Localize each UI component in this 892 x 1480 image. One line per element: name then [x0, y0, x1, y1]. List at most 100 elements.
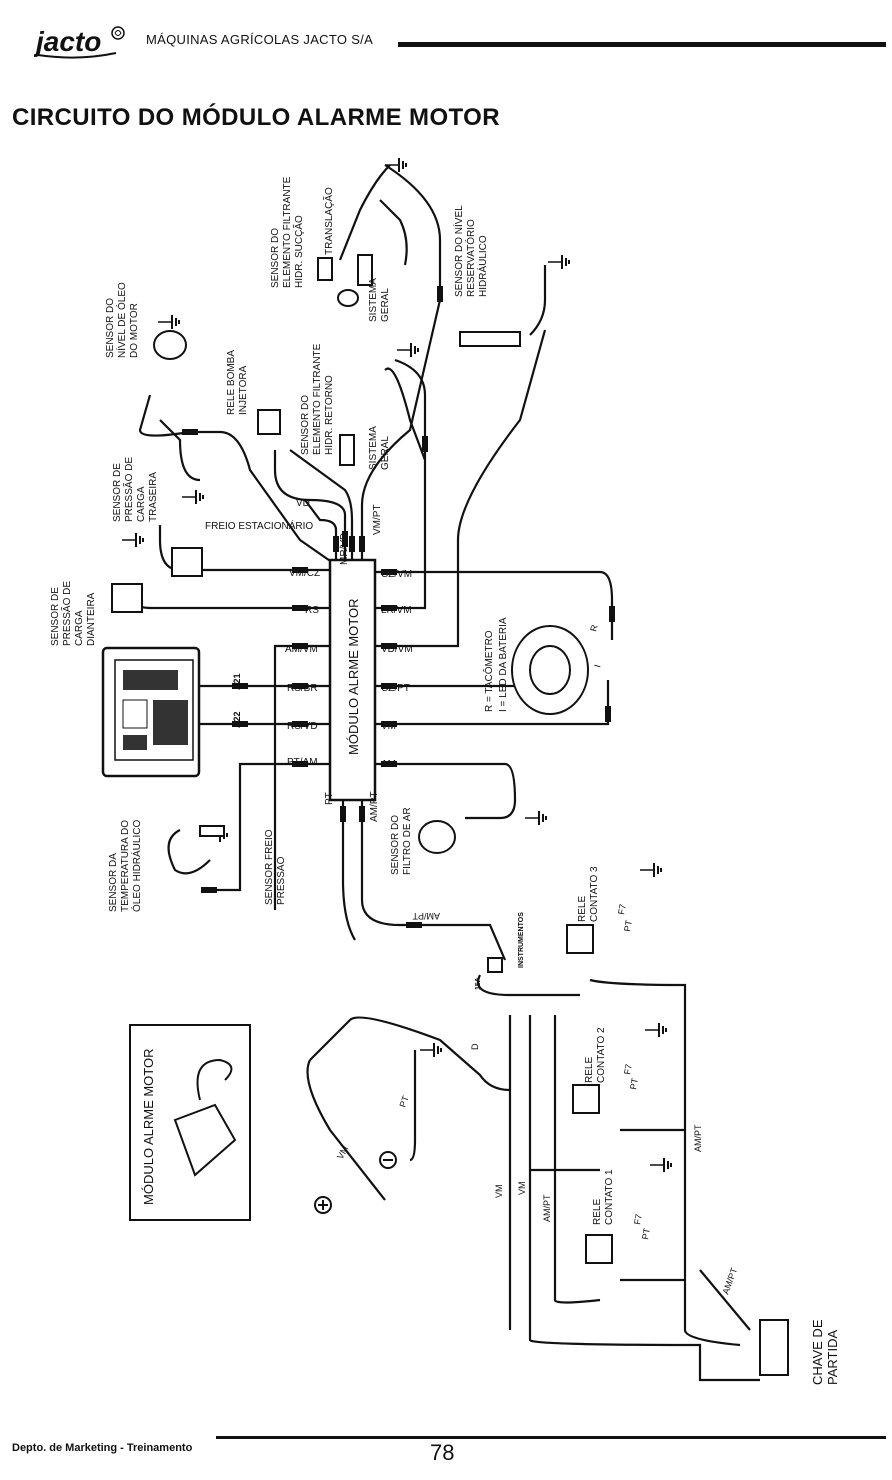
- component-icons: [111, 254, 789, 1376]
- svg-text:PRESSÃO: PRESSÃO: [274, 856, 287, 905]
- svg-text:SISTEMA: SISTEMA: [368, 278, 379, 322]
- logo-text: jacto: [34, 26, 101, 57]
- front-pressure-label: SENSOR DE PRESSÃO DE CARGA DIANTEIRA: [50, 581, 97, 646]
- wire-label: F7: [616, 903, 628, 915]
- svg-text:ELEMENTO FILTRANTE: ELEMENTO FILTRANTE: [282, 176, 293, 288]
- wire-label: VD: [296, 498, 310, 509]
- header-rule: [398, 42, 886, 47]
- wire-label: PT: [640, 1227, 652, 1241]
- relay-contact-2-icon: [572, 1084, 600, 1114]
- wire-label: F7: [632, 1213, 644, 1225]
- svg-text:PRESSÃO DE: PRESSÃO DE: [122, 457, 135, 522]
- battery-terminals: [314, 1151, 397, 1214]
- air-filter-sensor-icon: [418, 820, 456, 854]
- svg-text:RELE: RELE: [592, 1199, 603, 1225]
- svg-text:RELE: RELE: [577, 896, 588, 922]
- svg-text:CARGA: CARGA: [74, 610, 85, 646]
- air-filter-label: SENSOR DO FILTRO DE AR: [390, 807, 413, 875]
- translation-label: TRANSLAÇÃO: [322, 187, 335, 255]
- oil-level-sensor-icon: [153, 330, 187, 360]
- oil-level-label: SENSOR DO NÍVEL DE ÓLEO DO MOTOR: [105, 282, 140, 358]
- svg-text:HIDR. RETORNO: HIDR. RETORNO: [324, 375, 335, 455]
- module-left-wire-labels: VM/CZ RS AM/VM RS/BR RS/VD PT/AM: [285, 568, 320, 768]
- wire-label: VM/CZ: [289, 568, 320, 579]
- svg-text:HIDR. SUCÇÃO: HIDR. SUCÇÃO: [292, 215, 305, 288]
- wire-label: VM: [517, 1182, 527, 1196]
- panel-a21-label: A21: [232, 673, 242, 690]
- wires: [128, 164, 760, 1382]
- module-right-wire-labels: CZ/VM LR/VM VD/VM CZ/PT VM AM: [381, 569, 413, 770]
- inset-module-icon: [173, 1058, 237, 1177]
- panel-a22-label: A22: [232, 711, 242, 728]
- wire-label: AM/PT: [369, 791, 380, 822]
- wire-label: PT: [324, 792, 335, 805]
- wire-label: PT: [397, 1094, 411, 1109]
- svg-text:TRASEIRA: TRASEIRA: [148, 472, 159, 522]
- svg-text:CONTATO 2: CONTATO 2: [596, 1027, 607, 1083]
- wire-label: VM: [335, 1144, 350, 1161]
- svg-text:RELE BOMBA: RELE BOMBA: [226, 350, 237, 415]
- system-sensor-icon: [357, 254, 373, 286]
- suction-filter-sensor-icon: [317, 257, 333, 281]
- svg-text:SENSOR DO NÍVEL: SENSOR DO NÍVEL: [452, 205, 465, 297]
- svg-text:CONTATO 3: CONTATO 3: [589, 866, 600, 922]
- svg-text:ELEMENTO FILTRANTE: ELEMENTO FILTRANTE: [312, 343, 323, 455]
- svg-text:SENSOR DE: SENSOR DE: [50, 587, 61, 646]
- svg-text:CONTATO 1: CONTATO 1: [604, 1169, 615, 1225]
- alarm-module-box: [328, 558, 377, 802]
- svg-text:SENSOR DO: SENSOR DO: [270, 228, 281, 288]
- wiring-diagram: MÓDULO ALRME MOTOR VM/CZ RS AM/VM RS/BR …: [50, 157, 840, 1385]
- svg-text:PRESSÃO DE: PRESSÃO DE: [60, 581, 73, 646]
- instruments-label: INSTRUMENTOS: [518, 912, 525, 968]
- page-title: CIRCUITO DO MÓDULO ALARME MOTOR: [12, 104, 500, 131]
- svg-text:I = LED DA BATERIA: I = LED DA BATERIA: [498, 617, 509, 712]
- svg-text:SENSOR DO: SENSOR DO: [105, 298, 116, 358]
- return-filter-sensor-icon: [339, 434, 355, 466]
- brake-pressure-label: SENSOR FREIO PRESSÃO: [264, 829, 287, 905]
- injection-pump-relay-icon: [257, 409, 281, 435]
- svg-text:SENSOR DE: SENSOR DE: [112, 463, 123, 522]
- relay-contact-1-icon: [585, 1234, 613, 1264]
- module-top-wire-labels: VD FREIO ESTACIONÁRIO MR/VD VM/PT PT AM/…: [205, 498, 383, 822]
- page-number: 78: [430, 1440, 455, 1465]
- component-labels: SENSOR DO NÍVEL DE ÓLEO DO MOTOR SENSOR …: [50, 176, 840, 1385]
- wire-label: AM/PT: [693, 1124, 703, 1152]
- svg-text:TEMPERATURA DO: TEMPERATURA DO: [120, 820, 131, 912]
- relay-contact-1-label: RELE CONTATO 1: [592, 1169, 615, 1225]
- svg-text:CHAVE DE: CHAVE DE: [810, 1319, 825, 1385]
- front-pressure-sensor-icon: [111, 583, 143, 613]
- wire-label: FREIO ESTACIONÁRIO: [205, 519, 313, 532]
- wire-label: VD/VM: [381, 644, 413, 655]
- wire-label: MR/VD: [339, 533, 350, 565]
- svg-text:GERAL: GERAL: [380, 436, 391, 470]
- ignition-switch-label: CHAVE DE PARTIDA: [810, 1319, 840, 1385]
- relay-contact-2-label: RELE CONTATO 2: [584, 1027, 607, 1083]
- tachometer-label: R = TACÔMETRO I = LED DA BATERIA: [482, 617, 509, 712]
- svg-text:CARGA: CARGA: [136, 486, 147, 522]
- svg-text:DIANTEIRA: DIANTEIRA: [86, 592, 97, 646]
- svg-text:ÓLEO HIDRÁULICO: ÓLEO HIDRÁULICO: [130, 820, 143, 912]
- temperature-label: SENSOR DA TEMPERATURA DO ÓLEO HIDRÁULICO: [108, 820, 143, 912]
- footer-rule: [216, 1436, 886, 1439]
- page-header: jacto MÁQUINAS AGRÍCOLAS JACTO S/A: [0, 0, 892, 70]
- wire-label: D: [470, 1043, 480, 1050]
- svg-text:SENSOR FREIO: SENSOR FREIO: [264, 829, 275, 905]
- svg-text:FILTRO DE AR: FILTRO DE AR: [402, 807, 413, 875]
- footer-department: Depto. de Marketing - Treinamento: [12, 1442, 193, 1454]
- svg-text:RELE: RELE: [584, 1057, 595, 1083]
- wire-label: AM/VM: [285, 644, 318, 655]
- general-system-label-1: SISTEMA GERAL: [368, 278, 391, 322]
- svg-text:HIDRÁULICO: HIDRÁULICO: [476, 235, 489, 297]
- rear-pressure-sensor-icon: [171, 547, 203, 577]
- wire-label: VM/PT: [372, 504, 383, 535]
- svg-text:GERAL: GERAL: [380, 288, 391, 322]
- wire-label: F7: [622, 1063, 634, 1075]
- wire-label: AM/PT: [412, 911, 440, 921]
- jacto-logo: jacto: [34, 26, 125, 59]
- ignition-switch-icon: [759, 1319, 789, 1376]
- wire-label: VM: [494, 1185, 504, 1199]
- rear-pressure-label: SENSOR DE PRESSÃO DE CARGA TRASEIRA: [112, 457, 159, 522]
- instrument-panel: [101, 646, 201, 778]
- wire-label: AM/PT: [542, 1194, 552, 1222]
- svg-text:RESERVATÓRIO: RESERVATÓRIO: [464, 219, 477, 297]
